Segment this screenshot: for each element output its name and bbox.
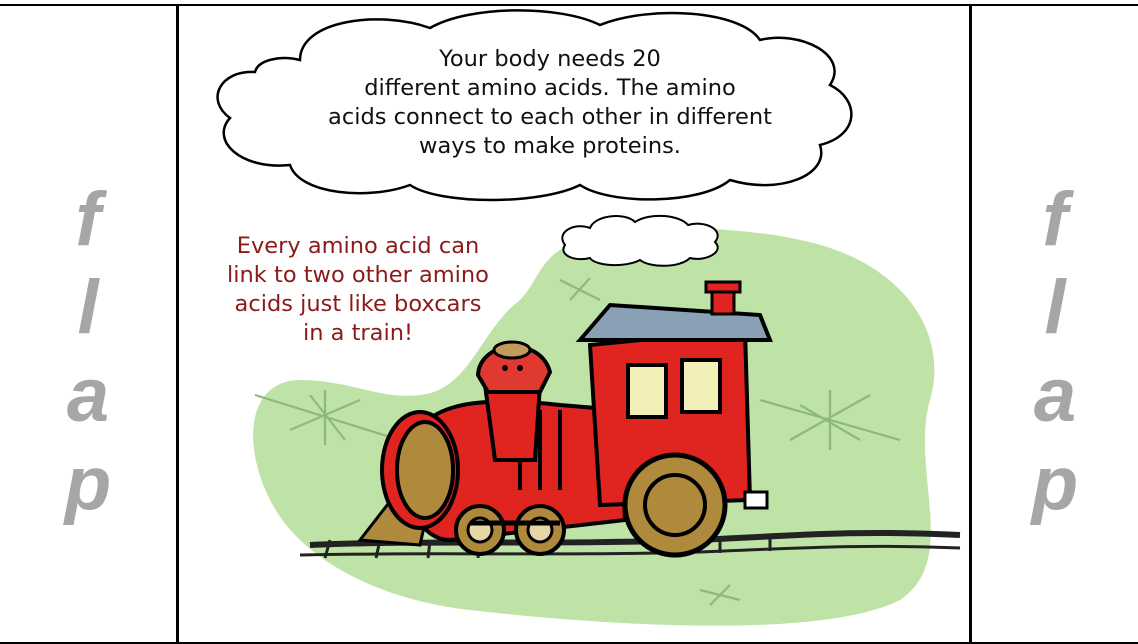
right-flap-letter: a <box>1033 353 1077 438</box>
left-flap-letter: l <box>77 265 99 350</box>
cab-window <box>680 358 722 414</box>
left-flap-panel: f l a p <box>0 4 178 644</box>
thought-bubble-text: Your body needs 20 different amino acids… <box>280 45 820 161</box>
grass-stars <box>254 277 901 606</box>
left-flap-letter: p <box>64 441 112 526</box>
train-wheels <box>454 452 728 558</box>
smoke-cloud-icon <box>561 214 719 267</box>
smokestack <box>482 383 543 462</box>
left-flap-letter: f <box>75 177 101 262</box>
left-flap-letter: a <box>66 353 110 438</box>
left-flap-label: f l a p <box>0 176 176 528</box>
right-flap-panel: f l a p <box>970 4 1138 644</box>
headlight-icon <box>395 420 455 520</box>
thought-line: ways to make proteins. <box>419 133 681 159</box>
thought-line: acids connect to each other in different <box>328 104 772 130</box>
right-flap-letter: f <box>1042 177 1068 262</box>
cab-chimney <box>710 288 736 316</box>
side-note-line: Every amino acid can <box>236 233 480 259</box>
thought-cloud-icon <box>216 9 853 202</box>
thought-line: different amino acids. The amino <box>364 75 736 101</box>
right-flap-letter: p <box>1031 441 1079 526</box>
side-note-line: in a train! <box>303 320 413 346</box>
right-flap-letter: l <box>1044 265 1066 350</box>
right-flap-label: f l a p <box>972 176 1138 528</box>
side-note-line: link to two other amino <box>227 262 489 288</box>
side-note-line: acids just like boxcars <box>234 291 482 317</box>
cab-window <box>626 363 668 419</box>
side-note-text: Every amino acid can link to two other a… <box>188 232 528 348</box>
thought-line: Your body needs 20 <box>439 46 661 72</box>
